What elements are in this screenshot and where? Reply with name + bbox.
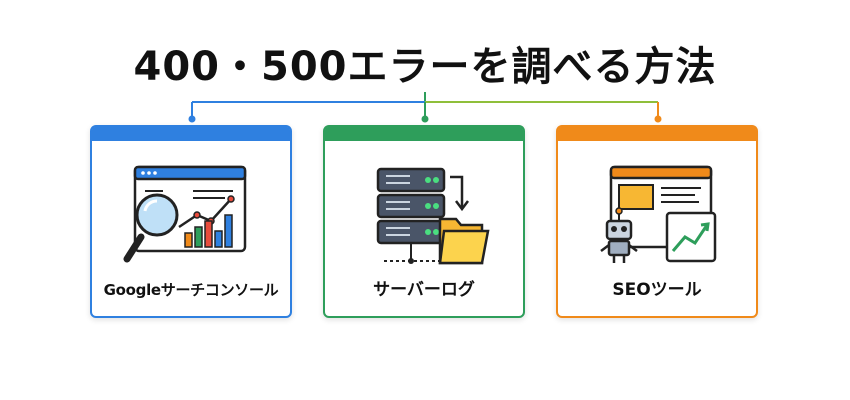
- card-search-console: Googleサーチコンソール: [90, 125, 292, 318]
- connector-lines: [188, 92, 662, 123]
- card-accent-bar: [558, 127, 756, 141]
- server-log-icon: [376, 167, 490, 265]
- card-accent-bar: [325, 127, 523, 141]
- search-console-icon: [123, 165, 247, 263]
- card-seo-tool: SEOツール: [556, 125, 758, 318]
- card-accent-bar: [92, 127, 290, 141]
- page-title: 400・500エラーを調べる方法: [133, 44, 717, 90]
- card-label: Googleサーチコンソール: [103, 281, 279, 299]
- card-server-log: サーバーログ: [323, 125, 525, 318]
- seo-tool-icon: [600, 165, 717, 263]
- card-label: サーバーログ: [373, 280, 475, 300]
- card-label: SEOツール: [612, 280, 702, 300]
